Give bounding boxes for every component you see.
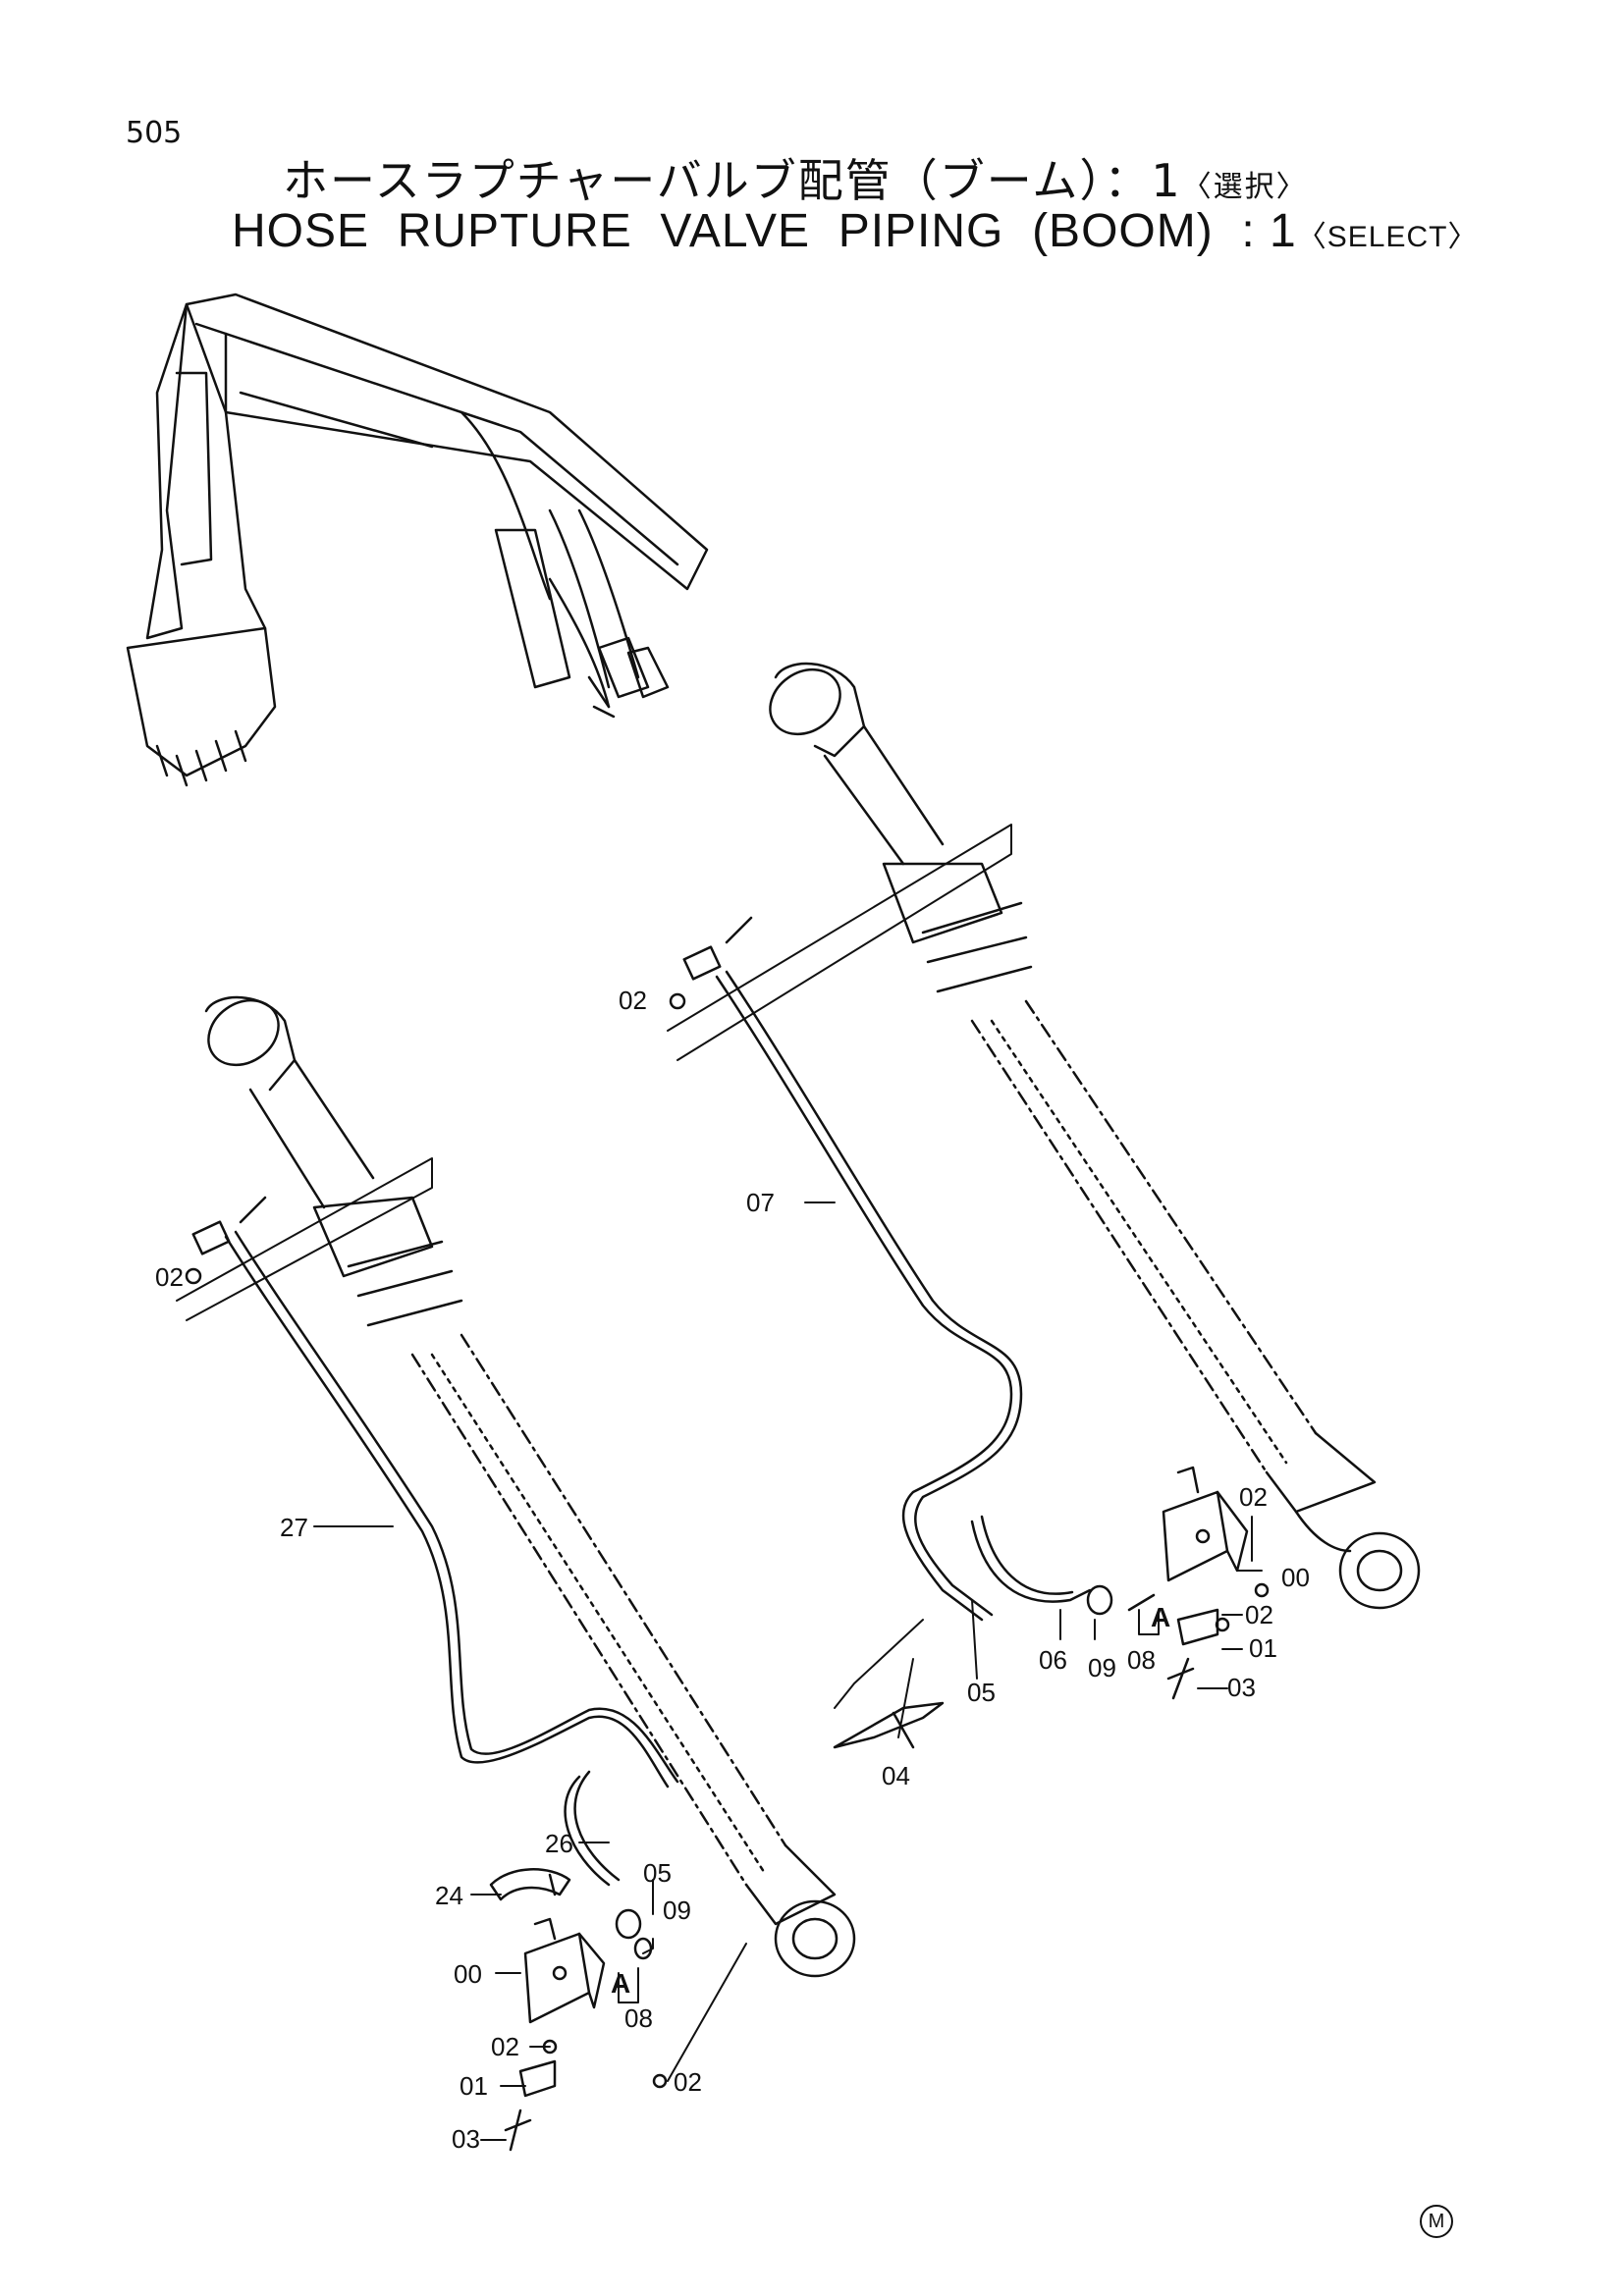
callout-right-top-02: 02 [619, 986, 647, 1015]
callout-left-08: 08 [624, 2003, 653, 2033]
callout-right-05: 05 [967, 1678, 996, 1707]
callout-left-02-mid: 02 [491, 2032, 519, 2061]
excavator-overview-illustration [126, 293, 709, 787]
callout-right-04: 04 [882, 1761, 910, 1790]
callout-left-00: 00 [454, 1959, 482, 1989]
right-valve-block [1086, 1466, 1249, 1700]
callout-left-top-02: 02 [155, 1262, 184, 1292]
left-valve-block [504, 1908, 653, 2152]
title-japanese-select: 〈選択〉 [1181, 170, 1308, 204]
title-english: HOSE RUPTURE VALVE PIPING (BOOM) : 1〈SEL… [232, 204, 1478, 258]
callout-right-09: 09 [1088, 1653, 1116, 1682]
right-boom-cylinder [769, 662, 1421, 1610]
left-boom-cylinder [204, 995, 856, 1978]
callout-right-08: 08 [1127, 1645, 1156, 1675]
title-japanese: ホースラプチャーバルブ配管（ブーム）：1〈選択〉 [283, 145, 1308, 210]
callout-left-03: 03 [452, 2124, 480, 2154]
callout-leader-lines [313, 1201, 1263, 2141]
callout-left-09: 09 [663, 1896, 691, 1925]
left-pipe-27 [191, 1196, 679, 1887]
right-clamp-04 [833, 1701, 945, 1749]
callout-right-02-mid: 02 [1245, 1600, 1273, 1629]
right-pipe-07 [682, 916, 1092, 1622]
title-japanese-main: ホースラプチャーバルブ配管（ブーム）：1 [283, 154, 1182, 207]
callout-right-00: 00 [1281, 1563, 1310, 1592]
callout-right-01: 01 [1249, 1633, 1277, 1663]
callout-left-a: A [611, 1968, 630, 1999]
title-english-main: HOSE RUPTURE VALVE PIPING (BOOM) : 1 [232, 205, 1297, 257]
callout-left-26: 26 [545, 1829, 573, 1858]
left-clamp-24 [489, 1868, 571, 1901]
callout-right-03: 03 [1227, 1673, 1256, 1702]
footer-circled-mark: M [1420, 2205, 1453, 2238]
callout-right-02-top: 02 [1239, 1482, 1268, 1512]
callout-right-06: 06 [1039, 1645, 1067, 1675]
callout-left-02-bottom: 02 [674, 2067, 702, 2097]
callout-left-01: 01 [460, 2071, 488, 2101]
page-number: 505 [126, 116, 183, 150]
title-english-select: 〈SELECT〉 [1296, 221, 1479, 253]
section-cut-lines [176, 824, 1012, 1709]
callout-labels: 02 27 26 24 05 09 00 A 08 02 01 03 02 02… [155, 986, 1310, 2154]
o-ring-markers [185, 992, 1270, 2089]
callout-left-24: 24 [435, 1881, 463, 1910]
callout-right-07: 07 [746, 1188, 775, 1217]
callout-left-27: 27 [280, 1513, 308, 1542]
callout-left-05: 05 [643, 1858, 672, 1888]
callout-right-a: A [1151, 1602, 1170, 1632]
